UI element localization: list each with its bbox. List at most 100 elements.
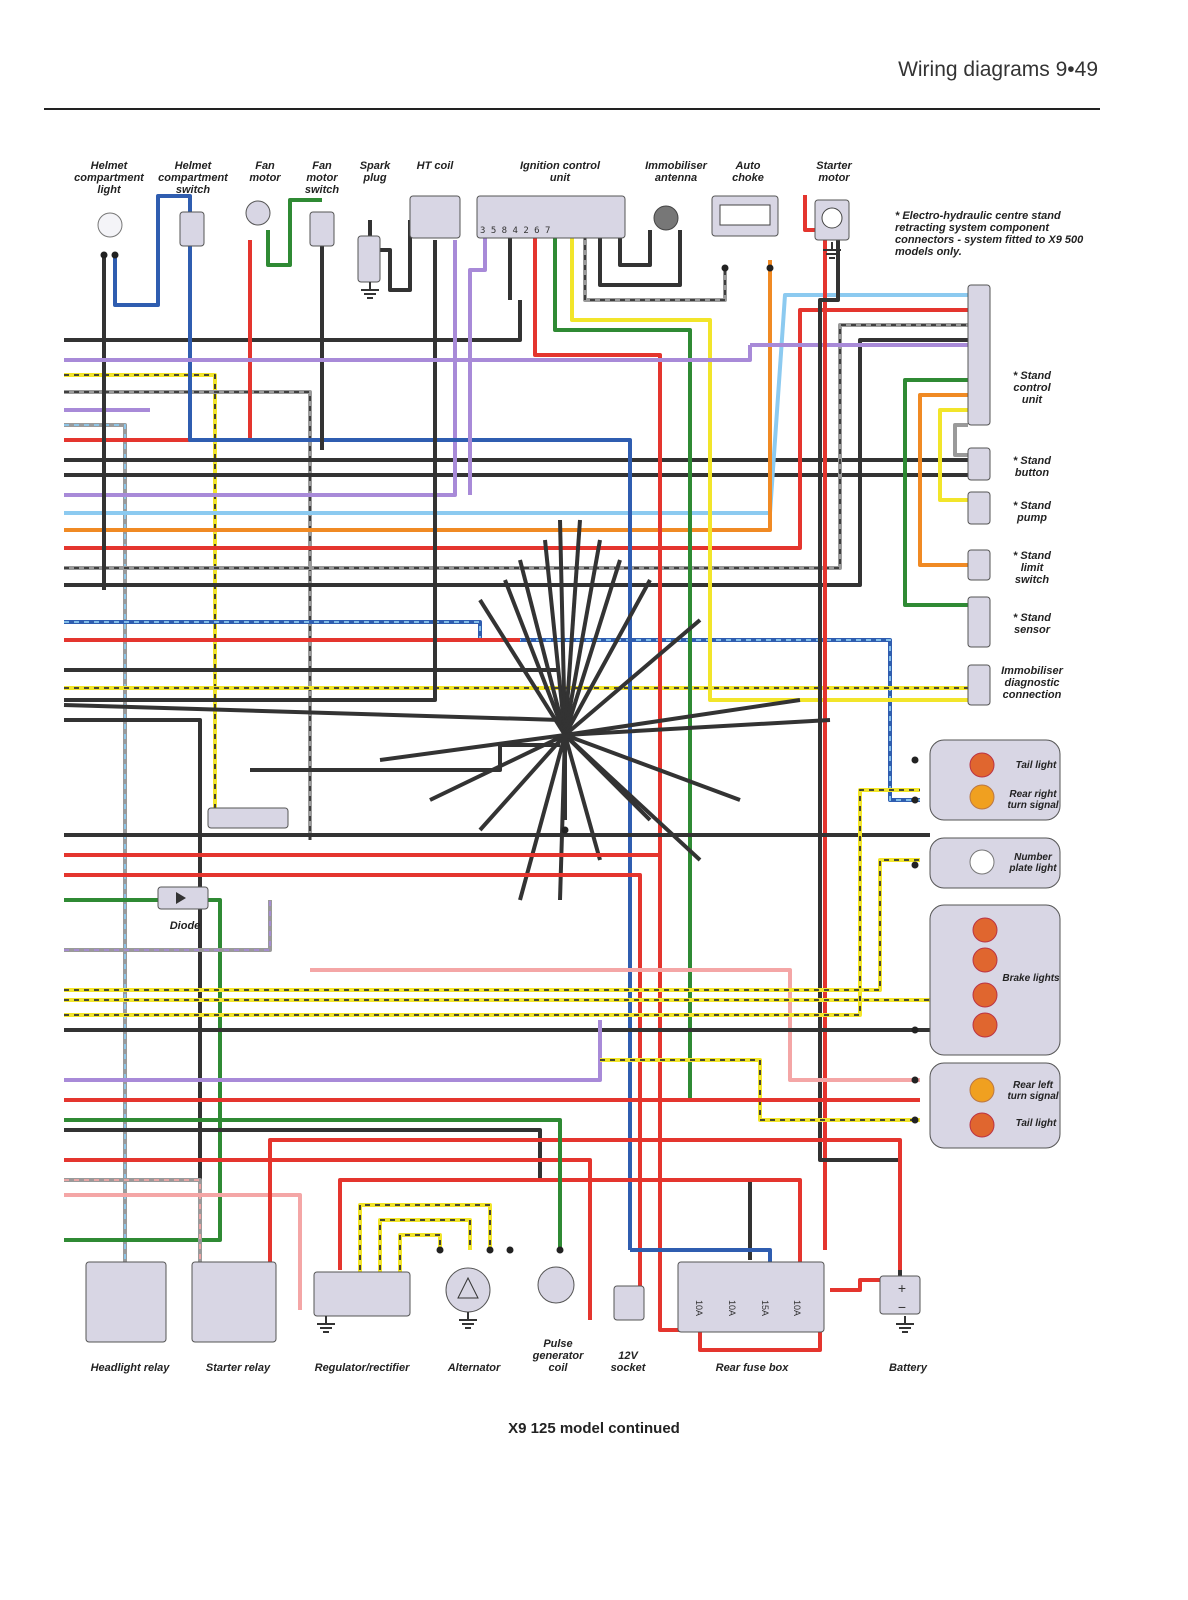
wire-black <box>563 733 702 862</box>
wire-black <box>518 559 567 736</box>
wire-red <box>64 1158 592 1320</box>
wire-black <box>64 338 968 587</box>
wire-yellow-tracer <box>399 1234 441 1280</box>
wire-grey-tracer <box>64 1179 240 1291</box>
label-stand-pump: * Stand pump <box>1013 500 1051 524</box>
wire-red <box>338 1178 802 1290</box>
wire-blue <box>64 620 920 802</box>
wire-yellow-tracer <box>359 1204 491 1280</box>
diagram-caption: X9 125 model continued <box>508 1420 680 1437</box>
wire-black <box>478 598 567 737</box>
fuse-label-2: 10A <box>727 1300 737 1316</box>
wire-yellow-tracer <box>64 374 216 820</box>
battery-minus: − <box>898 1299 906 1315</box>
rear-fuse-box <box>677 1261 825 1333</box>
brake-light-bulb-1 <box>972 917 998 943</box>
connector-pin-11 <box>911 861 919 869</box>
label-number-plate-light: Number plate light <box>1009 852 1057 874</box>
wire-black <box>598 230 682 287</box>
battery-plus: + <box>898 1280 906 1296</box>
label-diode: Diode <box>169 920 201 932</box>
immobiliser-diagnostic-connector <box>967 664 991 706</box>
stand-sensor-connector <box>967 596 991 648</box>
stand-control-unit-connector <box>967 284 991 426</box>
wire-black <box>503 579 567 736</box>
connector-pin-1 <box>100 251 108 259</box>
wire-yellow <box>938 408 968 502</box>
alternator-body <box>445 1267 491 1313</box>
label-tail-light-lower: Tail light <box>1015 1118 1057 1129</box>
label-pulse-generator-coil: Pulse generator coil <box>532 1338 584 1374</box>
wire-grey <box>953 423 968 457</box>
lamp-cluster-number-plate <box>929 837 1061 889</box>
wire-green <box>64 1118 562 1250</box>
wire-violet <box>64 345 752 362</box>
connector-pin-15 <box>561 826 569 834</box>
wire-black <box>478 733 567 832</box>
connector-pin-14 <box>911 1116 919 1124</box>
alternator-windings <box>457 1276 479 1299</box>
wire-violet <box>64 240 457 497</box>
tail-light-bulb-upper <box>969 752 995 778</box>
immobiliser-antenna-coil <box>653 205 679 231</box>
wire-black <box>250 743 560 772</box>
wire-black <box>563 519 582 736</box>
wire-red <box>64 308 968 550</box>
12v-socket <box>613 1285 645 1321</box>
connector-pin-5 <box>436 1246 444 1254</box>
label-ignition-control-unit: Ignition control unit <box>519 160 601 184</box>
connector-pin-13 <box>911 1076 919 1084</box>
junction-connector <box>207 807 289 829</box>
connector-pin-9 <box>911 756 919 764</box>
wire-black <box>564 698 801 737</box>
spark-plug <box>357 235 381 283</box>
wire-black <box>64 240 437 702</box>
wire-black <box>543 539 567 736</box>
wire-green <box>64 898 222 1242</box>
wire-grey <box>64 423 127 1320</box>
label-12v-socket: 12V socket <box>610 1350 646 1374</box>
label-starter-relay: Starter relay <box>205 1362 271 1374</box>
header-rule <box>44 108 1100 110</box>
connector-pin-8 <box>556 1246 564 1254</box>
label-spark-plug: Spark plug <box>359 160 391 184</box>
fan-motor-symbol <box>245 200 271 226</box>
wire-layer <box>63 194 968 1352</box>
wire-red <box>64 873 642 1320</box>
fuse-label-1: 10A <box>694 1300 704 1316</box>
label-brake-lights: Brake lights <box>1002 973 1060 984</box>
wire-black <box>564 718 831 737</box>
wire-yellow-tracer <box>379 1219 471 1280</box>
wire-black <box>63 703 561 722</box>
tail-light-bulb-lower <box>969 1112 995 1138</box>
wire-light_blue <box>64 293 968 515</box>
wire-grey-tracer <box>584 235 726 301</box>
label-alternator: Alternator <box>447 1362 501 1374</box>
wire-orange <box>918 393 968 567</box>
label-stand-sensor: * Stand sensor <box>1013 612 1051 636</box>
label-fan-motor-switch: Fan motor switch <box>304 160 340 196</box>
wire-black <box>558 519 567 736</box>
connector-pin-7 <box>506 1246 514 1254</box>
label-stand-button: * Stand button <box>1013 455 1051 479</box>
stand-pump-connector <box>967 491 991 525</box>
label-fan-motor: Fan motor <box>249 160 281 184</box>
lamp-cluster-brake <box>929 904 1061 1056</box>
page-header: Wiring diagrams 9•49 <box>0 0 1188 120</box>
label-stand-limit-switch: * Stand limit switch <box>1013 550 1051 586</box>
ht-coil <box>409 195 461 239</box>
label-immobiliser-diagnostic-connection: Immobiliser diagnostic connection <box>1001 665 1063 701</box>
stand-button-connector <box>967 447 991 481</box>
label-regulator-rectifier: Regulator/rectifier <box>314 1362 410 1374</box>
label-tail-light-upper: Tail light <box>1015 760 1057 771</box>
wire-grey-tracer <box>64 324 968 569</box>
wire-yellow-tracer <box>64 859 920 991</box>
wire-green <box>903 378 968 607</box>
regulator-rectifier <box>313 1271 411 1317</box>
headlight-relay <box>85 1261 167 1343</box>
diode-symbol <box>176 892 186 904</box>
wire-grey <box>583 235 727 302</box>
lamp-cluster-rear-left <box>929 1062 1061 1149</box>
